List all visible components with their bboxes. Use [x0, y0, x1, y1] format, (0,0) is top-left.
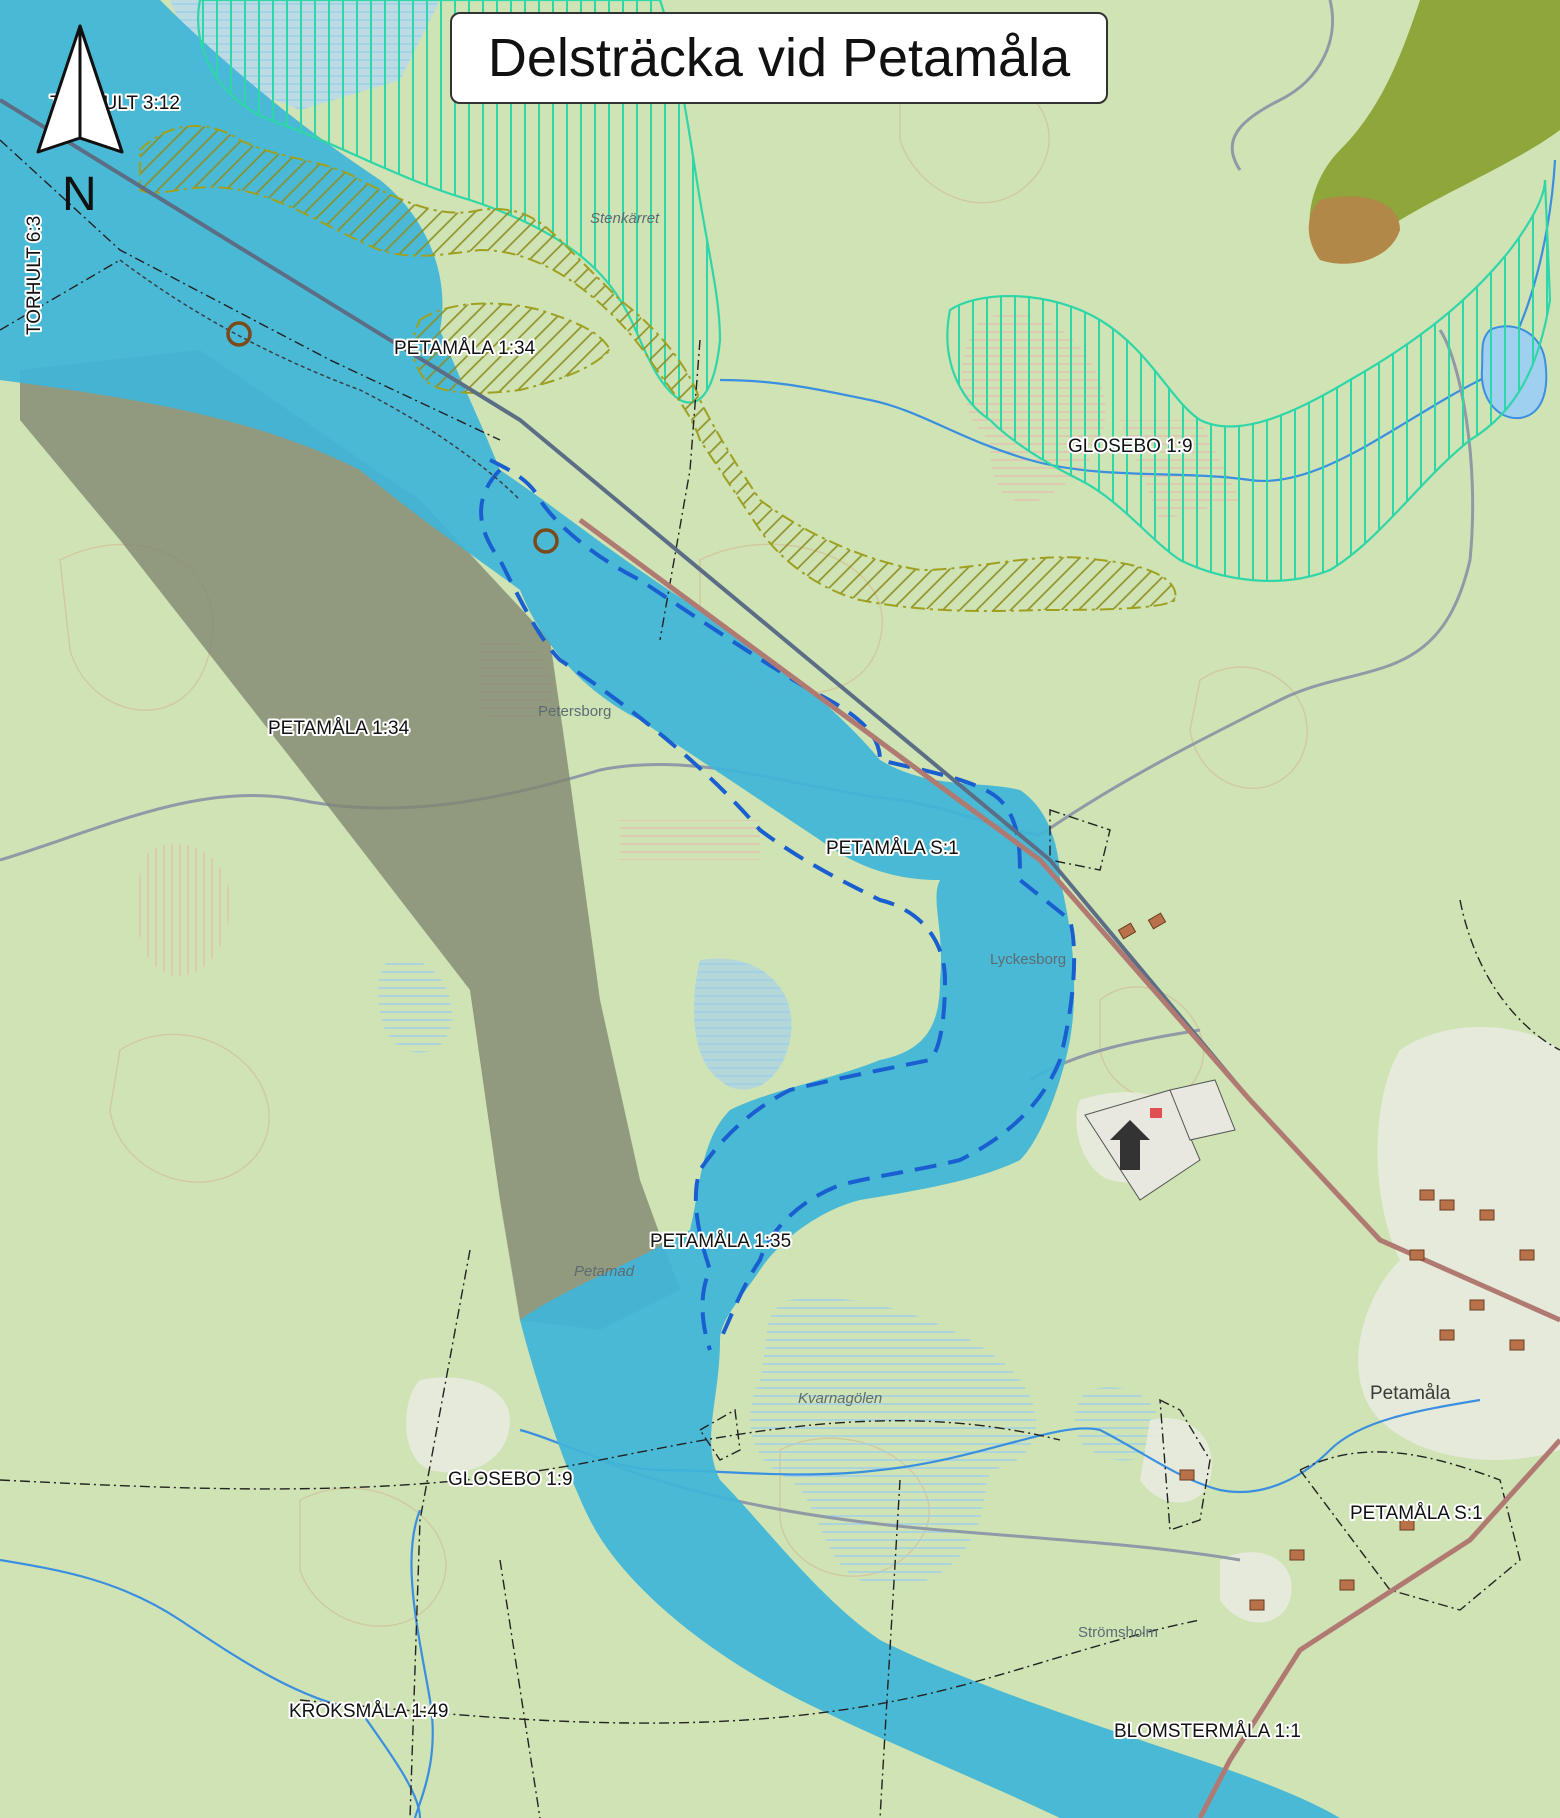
label-petamala-s-1-east: PETAMÅLA S:1: [1350, 1503, 1483, 1524]
place-names: Stenkärret Petersborg Lyckesborg Petamad…: [538, 210, 1451, 1641]
place-kvarnagolen: Kvarnagölen: [798, 1390, 882, 1407]
place-petamala: Petamåla: [1370, 1383, 1451, 1404]
corridor-dashed-boundary-2: [479, 468, 948, 1351]
farmstead-plot: [1084, 1079, 1236, 1201]
heritage-ring-2: [533, 528, 559, 554]
label-petamala-1-34-west: PETAMÅLA 1:34: [268, 718, 410, 739]
label-glosebo-1-9-south: GLOSEBO 1:9: [448, 1469, 573, 1490]
label-glosebo-1-9-north: GLOSEBO 1:9: [1068, 436, 1193, 457]
heritage-ring-1: [226, 321, 252, 347]
planned-corridor: [0, 0, 1340, 1818]
place-stromsholm: Strömsholm: [1078, 1624, 1158, 1641]
north-arrow-icon: N: [36, 24, 124, 221]
north-letter: N: [62, 168, 97, 221]
map-title-box: Delsträcka vid Petamåla: [450, 12, 1108, 104]
alternative-corridor: [20, 350, 680, 1330]
buildings: [1117, 912, 1535, 1611]
map-title: Delsträcka vid Petamåla: [487, 28, 1071, 88]
place-petamad: Petamad: [574, 1263, 635, 1280]
heritage-markers: [226, 321, 559, 554]
property-boundaries: [0, 139, 1560, 1818]
label-petamala-1-34-north: PETAMÅLA 1:34: [394, 338, 536, 359]
arrow-icon: [1110, 1120, 1150, 1170]
olive-vegetation: [1308, 0, 1560, 264]
label-petamala-1-35: PETAMÅLA 1:35: [650, 1231, 791, 1252]
place-lyckesborg: Lyckesborg: [990, 951, 1066, 968]
label-petamala-s-1-central: PETAMÅLA S:1: [826, 838, 959, 859]
label-torhult-6-3: TORHULT 6:3: [24, 216, 45, 335]
property-labels: TORHULT 3:12 TORHULT 6:3 PETAMÅLA 1:34 P…: [22, 91, 1485, 1744]
place-stenkarret: Stenkärret: [590, 210, 660, 227]
label-kroksmala-1-49: KROKSMÅLA 1:49: [289, 1701, 448, 1722]
olive-hatched-zones: [139, 125, 1177, 612]
place-petersborg: Petersborg: [538, 703, 611, 720]
label-blomstermala-1-1: BLOMSTERMÅLA 1:1: [1114, 1721, 1301, 1742]
